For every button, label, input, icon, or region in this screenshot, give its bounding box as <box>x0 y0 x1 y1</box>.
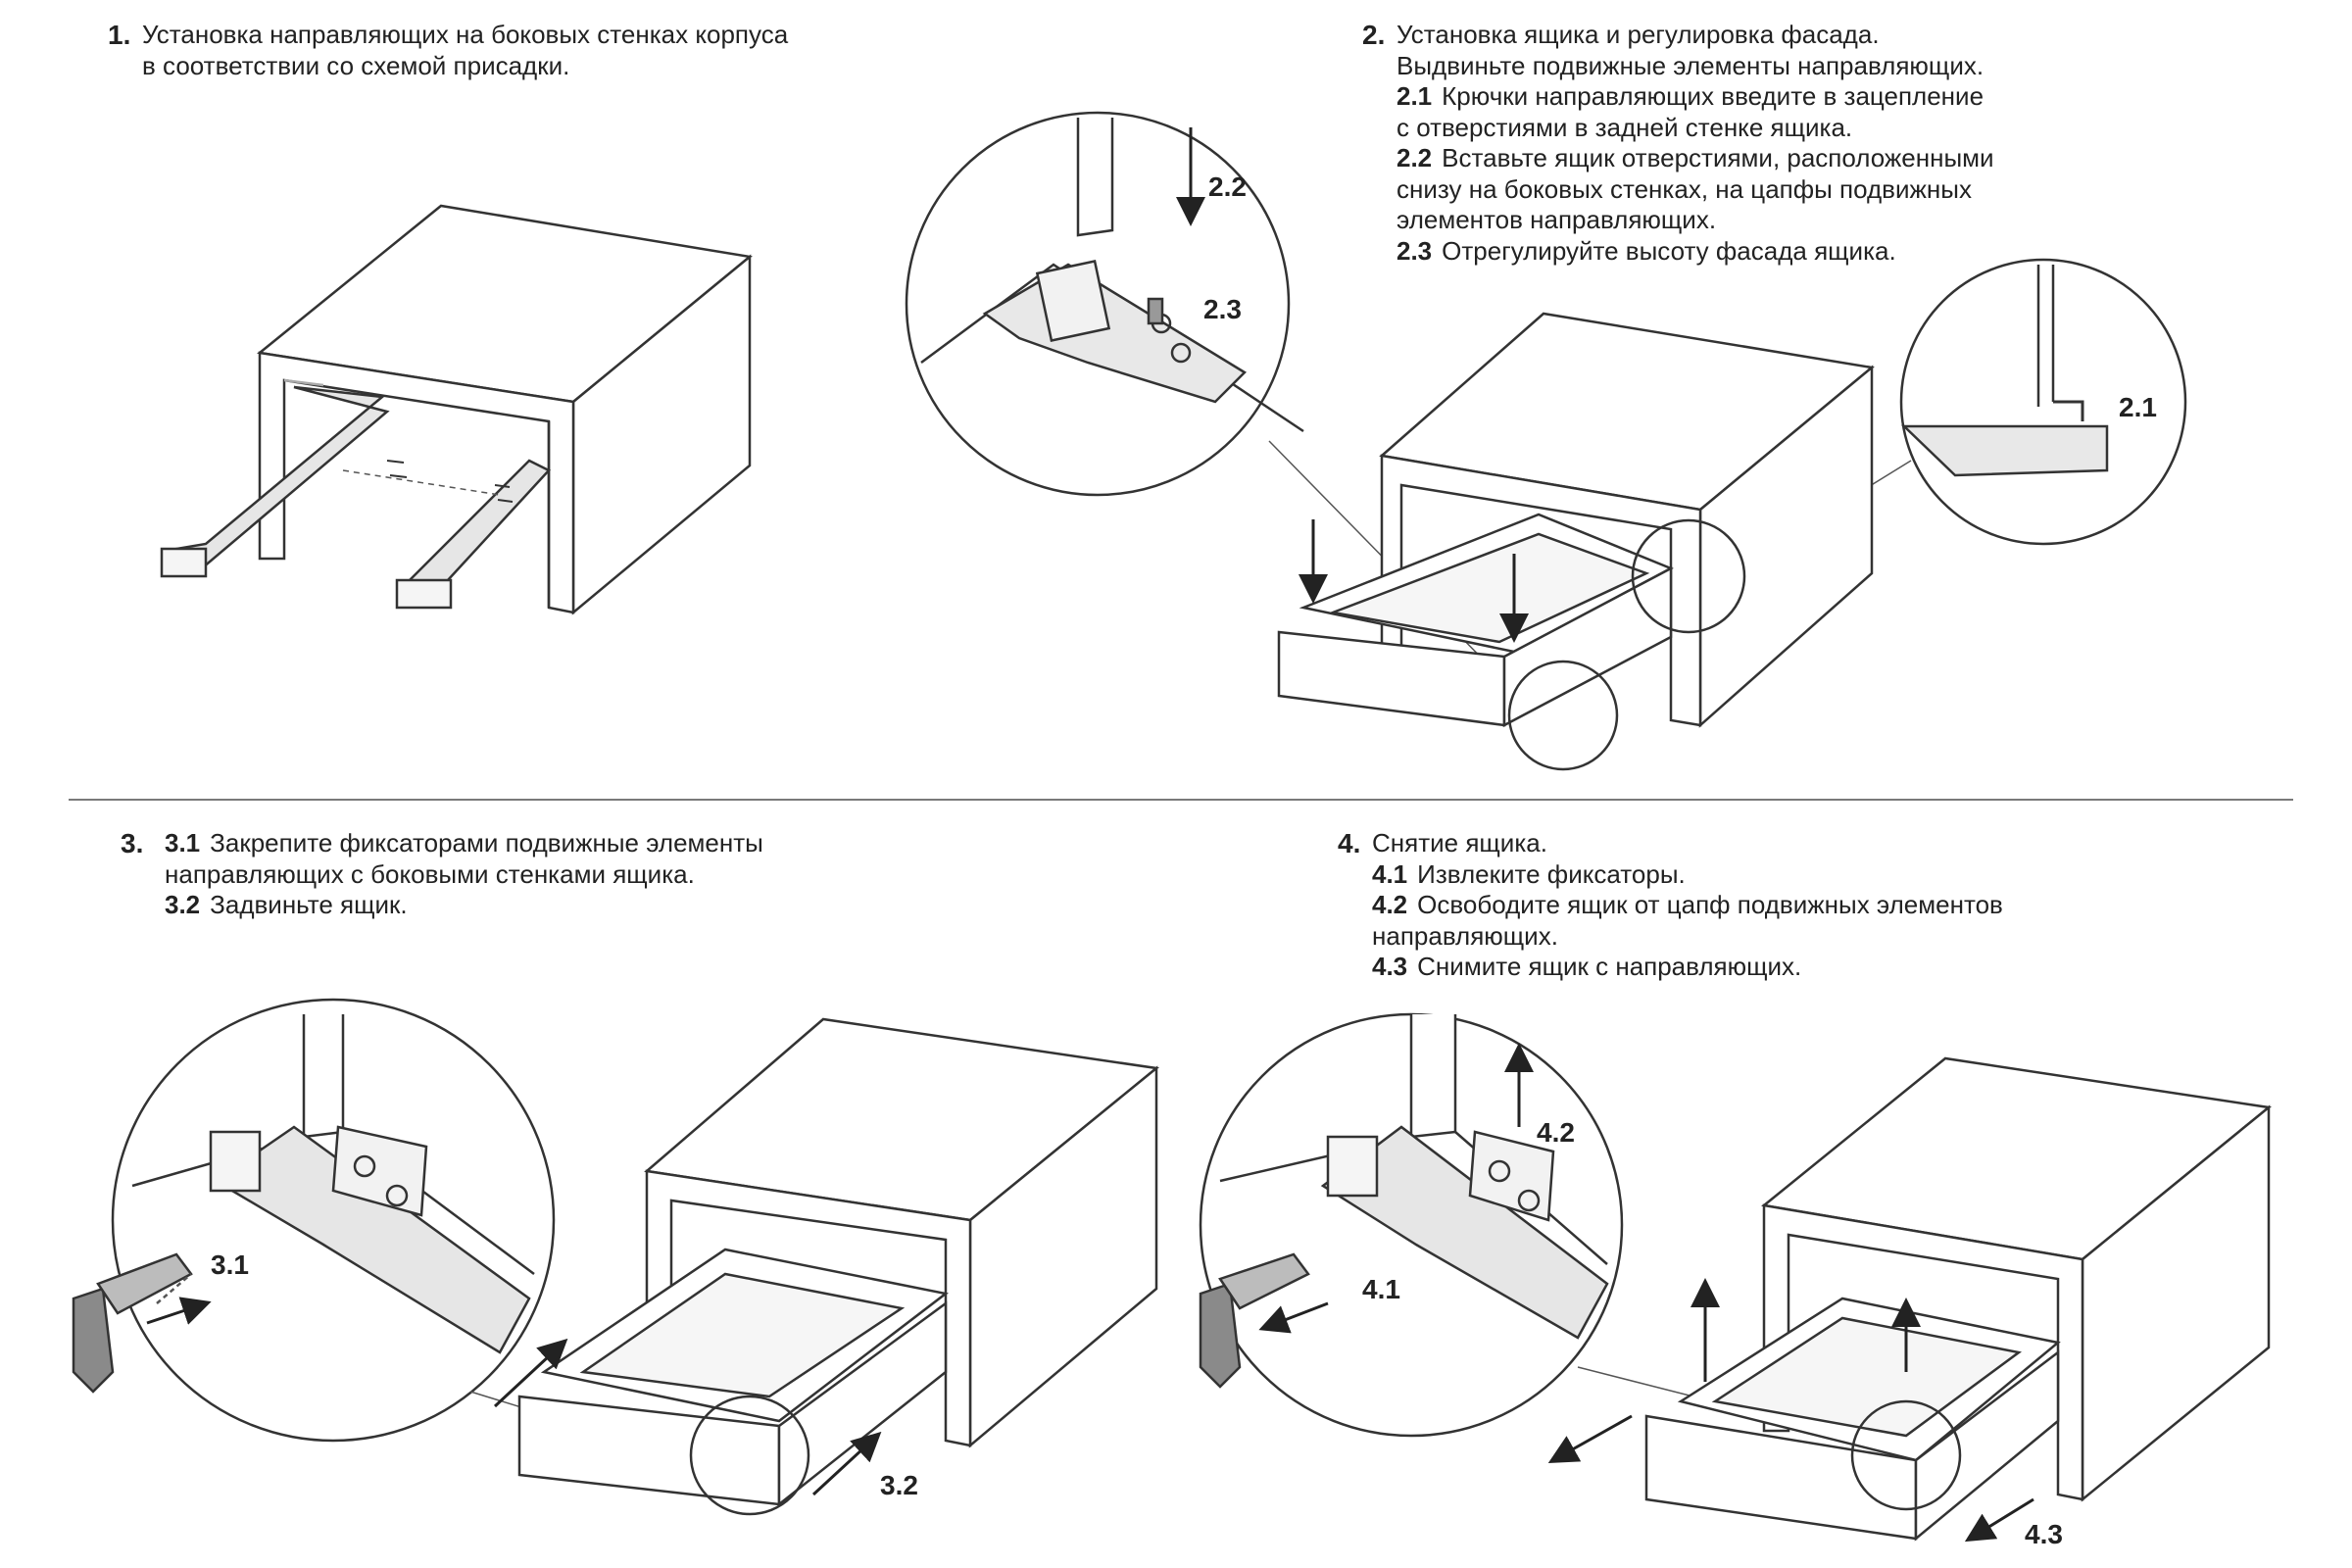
substep-number: 2.2 <box>1396 143 1433 172</box>
instruction-line: 2.2 Вставьте ящик отверстиями, расположен… <box>1396 143 1994 174</box>
step-4-illustration <box>1199 1012 2272 1543</box>
instruction-text: направляющих. <box>1372 920 1558 951</box>
substep-number: 4.3 <box>1372 952 1408 981</box>
instruction-text: Вставьте ящик отверстиями, расположенным… <box>1442 143 1994 172</box>
instruction-line: 2.1 Крючки направляющих введите в зацепле… <box>1396 81 1994 113</box>
instruction-line: Выдвиньте подвижные элементы направляющи… <box>1396 51 1994 82</box>
step-4-number: 4. <box>1338 828 1361 858</box>
section-divider <box>69 799 2293 801</box>
callout-4-1: 4.1 <box>1362 1274 1400 1304</box>
step-3-lines: 3.1 Закрепите фиксаторами подвижные элеме… <box>165 828 763 921</box>
instruction-line: Снятие ящика. <box>1372 828 2003 859</box>
instruction-line: элементов направляющих. <box>1396 205 1994 236</box>
instruction-line: 3.2 Задвиньте ящик. <box>165 890 763 921</box>
instruction-text: снизу на боковых стенках, на цапфы подви… <box>1396 173 1972 204</box>
instruction-line: 2.3 Отрегулируйте высоту фасада ящика. <box>1396 236 1994 268</box>
instruction-text: Установка направляющих на боковых стенка… <box>142 20 789 49</box>
substep-number: 3.2 <box>165 890 201 919</box>
instruction-text: Освободите ящик от цапф подвижных элемен… <box>1417 890 2003 919</box>
step-2-number: 2. <box>1362 20 1386 50</box>
instruction-text: с отверстиями в задней стенке ящика. <box>1396 112 1853 142</box>
instruction-line: снизу на боковых стенках, на цапфы подви… <box>1396 174 1994 206</box>
substep-number: 3.1 <box>165 828 201 858</box>
step-2-instructions: 2. Установка ящика и регулировка фасада.… <box>1362 20 1994 267</box>
step-2-illustration <box>905 111 2187 771</box>
step-1-number: 1. <box>108 20 131 50</box>
callout-2-1: 2.1 <box>2119 392 2157 422</box>
instruction-text: Выдвиньте подвижные элементы направляющи… <box>1396 50 1984 80</box>
instruction-line: 4.2 Освободите ящик от цапф подвижных эле… <box>1372 890 2003 921</box>
substep-number: 4.1 <box>1372 858 1408 889</box>
callout-3-2: 3.2 <box>880 1470 918 1500</box>
instruction-text: направляющих с боковыми стенками ящика. <box>165 858 695 889</box>
instruction-line: 4.3 Снимите ящик с направляющих. <box>1372 952 2003 983</box>
instruction-text: в соответствии со схемой присадки. <box>142 50 570 80</box>
instruction-line: с отверстиями в задней стенке ящика. <box>1396 113 1994 144</box>
step-4-lines: Снятие ящика.4.1 Извлеките фиксаторы. 4.2 О… <box>1372 828 2003 983</box>
step-1-instructions: 1. Установка направляющих на боковых сте… <box>108 20 788 81</box>
substep-number: 2.1 <box>1396 81 1433 111</box>
step-1-lines: Установка направляющих на боковых стенка… <box>142 20 788 81</box>
callout-4-3: 4.3 <box>2025 1519 2063 1549</box>
step-3-number: 3. <box>121 828 144 858</box>
step-3-illustration <box>72 998 1159 1516</box>
instruction-text: Закрепите фиксаторами подвижные элементы <box>210 828 763 858</box>
callout-2-2: 2.2 <box>1208 172 1247 202</box>
instruction-line: Установка ящика и регулировка фасада. <box>1396 20 1994 51</box>
step-2-lines: Установка ящика и регулировка фасада.Выд… <box>1396 20 1994 267</box>
instruction-text: Извлеките фиксаторы. <box>1417 858 1686 889</box>
step-1-cabinet-illustration <box>160 204 753 615</box>
instruction-text: элементов направляющих. <box>1396 205 1717 234</box>
instruction-line: 3.1 Закрепите фиксаторами подвижные элеме… <box>165 828 763 859</box>
callout-2-3: 2.3 <box>1203 294 1242 324</box>
instruction-text: Крючки направляющих введите в зацепление <box>1442 81 1984 111</box>
callout-4-2: 4.2 <box>1537 1117 1575 1148</box>
instruction-line: Установка направляющих на боковых стенка… <box>142 20 788 51</box>
step-3-instructions: 3. 3.1 Закрепите фиксаторами подвижные эл… <box>121 828 763 921</box>
substep-number: 2.3 <box>1396 235 1433 266</box>
instruction-text: Снятие ящика. <box>1372 828 1547 858</box>
substep-number: 4.2 <box>1372 890 1408 919</box>
instruction-line: в соответствии со схемой присадки. <box>142 51 788 82</box>
instruction-line: направляющих с боковыми стенками ящика. <box>165 859 763 891</box>
callout-3-1: 3.1 <box>211 1250 249 1280</box>
instruction-line: направляющих. <box>1372 921 2003 953</box>
instruction-line: 4.1 Извлеките фиксаторы. <box>1372 859 2003 891</box>
instruction-text: Задвиньте ящик. <box>210 890 408 919</box>
instruction-text: Отрегулируйте высоту фасада ящика. <box>1442 235 1896 266</box>
instruction-text: Установка ящика и регулировка фасада. <box>1396 20 1880 49</box>
instruction-text: Снимите ящик с направляющих. <box>1417 952 1802 981</box>
